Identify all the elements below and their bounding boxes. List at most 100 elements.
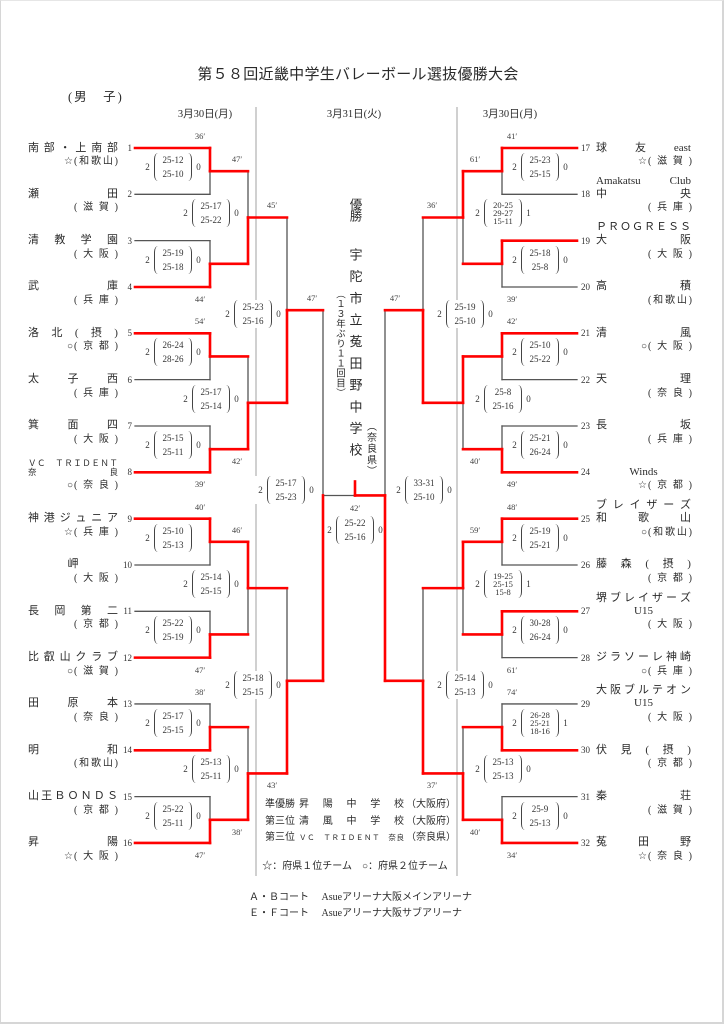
text-char: U15 bbox=[634, 697, 653, 710]
match-duration: 42′ bbox=[506, 316, 518, 327]
text-char: ( bbox=[645, 743, 649, 756]
text-char: 田 bbox=[638, 836, 649, 849]
text-char: 歌 bbox=[665, 526, 675, 538]
bracket-left-icon bbox=[154, 431, 158, 460]
text-char: Ｄ bbox=[347, 833, 356, 842]
text-char: 滋 bbox=[657, 804, 668, 816]
text-char: ー bbox=[663, 499, 675, 512]
match-duration: 49′ bbox=[506, 479, 518, 490]
text-char: 奈 bbox=[83, 480, 94, 492]
sets-won: 2 bbox=[145, 718, 150, 729]
prefecture-name: (大阪) bbox=[648, 248, 692, 261]
text-char: ー bbox=[666, 591, 677, 604]
text-char: 山 bbox=[102, 758, 113, 770]
text-char: 明 bbox=[28, 743, 39, 756]
text-char: 部 bbox=[106, 141, 118, 154]
text-char: 兵 bbox=[657, 202, 668, 214]
bracket-left-icon bbox=[154, 153, 158, 182]
team-prefecture: (和歌山) bbox=[74, 757, 118, 770]
set-score: 26-24 bbox=[529, 447, 551, 458]
text-char: 阪 bbox=[672, 341, 683, 353]
venue-court: Ａ・Ｂコート bbox=[249, 892, 309, 903]
text-char: ) bbox=[687, 558, 691, 571]
sets-lost: 0 bbox=[196, 625, 201, 636]
match-duration: 40′ bbox=[469, 456, 481, 467]
prefecture-first-star-icon: ☆ bbox=[638, 156, 647, 167]
bracket-right-icon bbox=[188, 153, 192, 182]
result-label: 第三位 bbox=[265, 832, 295, 843]
sets-won: 2 bbox=[145, 254, 150, 265]
text-char: ( bbox=[648, 665, 652, 677]
prefecture-second-circle-icon: ○ bbox=[66, 480, 73, 492]
text-char: 大 bbox=[657, 711, 668, 723]
set-score: 25-10 bbox=[162, 525, 184, 536]
sets-lost: 0 bbox=[276, 679, 281, 690]
champion-note: （１３年ぶり１１回目） bbox=[334, 289, 344, 398]
bracket-right-icon bbox=[188, 338, 192, 367]
sets-won: 2 bbox=[225, 679, 230, 690]
bracket-left-icon bbox=[154, 709, 158, 738]
text-char: 庫 bbox=[98, 387, 109, 399]
venue-name: Asueアリーナ大阪メインアリーナ bbox=[321, 892, 473, 903]
text-char: ( bbox=[648, 156, 652, 167]
text-char: 藤 bbox=[596, 558, 607, 571]
text-char: 野 bbox=[680, 836, 691, 849]
text-char: ( bbox=[648, 758, 652, 770]
text-char: ( bbox=[645, 558, 649, 571]
date-left: 3月30日(月) bbox=[177, 109, 233, 120]
sets-lost: 0 bbox=[196, 162, 201, 173]
text-char: 良 bbox=[98, 711, 109, 723]
match-duration: 46′ bbox=[231, 524, 243, 535]
team-prefecture: (京都) bbox=[648, 572, 692, 585]
match-duration: 37′ bbox=[426, 780, 438, 791]
sets-won: 2 bbox=[475, 208, 480, 219]
team-name-line: 昇陽 bbox=[28, 836, 118, 849]
text-char: 奈 bbox=[83, 711, 94, 723]
match-duration: 39′ bbox=[194, 479, 206, 490]
text-char: 本 bbox=[107, 697, 118, 710]
text-char: ( bbox=[74, 665, 78, 677]
team-name: 岬 bbox=[28, 558, 118, 571]
prefecture-name: (和歌山) bbox=[648, 526, 692, 539]
text-char: Ｉ bbox=[73, 457, 82, 468]
team-seed-number: 21 bbox=[581, 328, 590, 339]
text-char: 滋 bbox=[83, 665, 94, 677]
set-score: 25-15 bbox=[162, 433, 184, 444]
text-char: 阪 bbox=[672, 248, 683, 260]
text-char: 球 bbox=[596, 141, 607, 154]
text-char: 山 bbox=[102, 156, 113, 167]
bracket-right-icon bbox=[188, 709, 192, 738]
team-name: 田原本 bbox=[28, 697, 118, 710]
prefecture-name: (滋賀) bbox=[648, 804, 692, 817]
sets-lost: 0 bbox=[234, 764, 239, 775]
text-char: 岬 bbox=[67, 558, 79, 571]
text-char: Ｓ bbox=[680, 221, 691, 234]
team-name: 洛北(摂) bbox=[28, 327, 118, 340]
sets-lost: 0 bbox=[309, 485, 314, 496]
bracket-right-icon bbox=[268, 670, 272, 699]
set-score: 25-15 bbox=[529, 169, 551, 180]
text-char: ( bbox=[648, 387, 652, 399]
set-score: 25-14 bbox=[200, 572, 222, 583]
team-prefecture: (滋賀) bbox=[74, 201, 118, 214]
text-char: 上 bbox=[75, 141, 87, 154]
team-prefecture: (大阪) bbox=[648, 248, 692, 261]
set-score: 25-14 bbox=[200, 400, 222, 411]
set-score: 25-13 bbox=[162, 539, 184, 550]
bracket-left-icon bbox=[405, 476, 409, 505]
sets-won: 2 bbox=[396, 485, 401, 496]
sets-won: 2 bbox=[145, 162, 150, 173]
team-prefecture: (奈良) bbox=[648, 387, 692, 400]
sets-lost: 0 bbox=[196, 718, 201, 729]
prefecture-name: (和歌山) bbox=[74, 155, 118, 168]
text-char: 奈 bbox=[388, 833, 396, 842]
prefecture-second-circle-icon: ○ bbox=[640, 341, 647, 353]
prefecture-name: (兵庫) bbox=[648, 665, 692, 678]
